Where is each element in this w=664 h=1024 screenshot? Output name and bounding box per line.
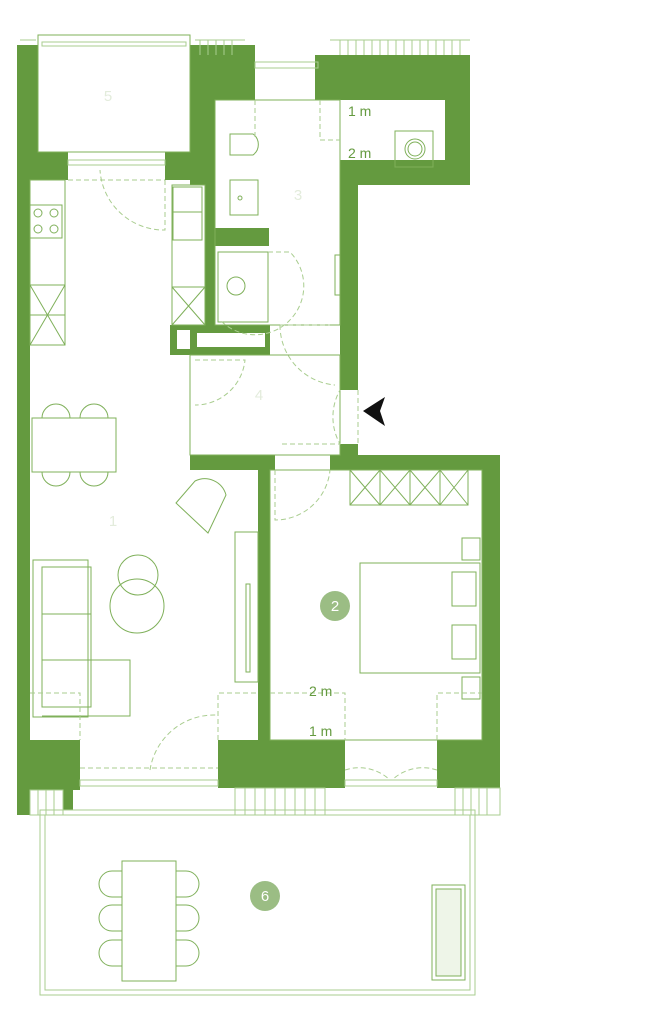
balcony-5 [20,34,470,153]
dimension-1m-bed: 1 m [309,723,332,739]
svg-text:6: 6 [261,888,269,905]
room-label-5: 5 [104,88,112,105]
room-badge-2: 2 [320,591,350,621]
dimension-1m-bath: 1 m [348,103,371,119]
planter [435,888,462,977]
dimension-2m-bath: 2 m [348,145,371,161]
bathroom-3 [214,99,434,336]
svg-text:2: 2 [331,598,339,615]
terrace-6 [29,787,501,996]
dimension-2m-bed: 2 m [309,683,332,699]
kitchen [29,159,206,346]
room-label-3: 3 [294,187,302,204]
entrance-arrow-icon [363,397,385,426]
bedroom-2 [269,469,483,787]
room-label-4: 4 [255,387,263,404]
walls [17,45,500,815]
room-badge-6: 6 [250,881,280,911]
room-label-1: 1 [109,513,117,530]
hall-4 [189,324,359,456]
living-room-1 [30,403,259,787]
